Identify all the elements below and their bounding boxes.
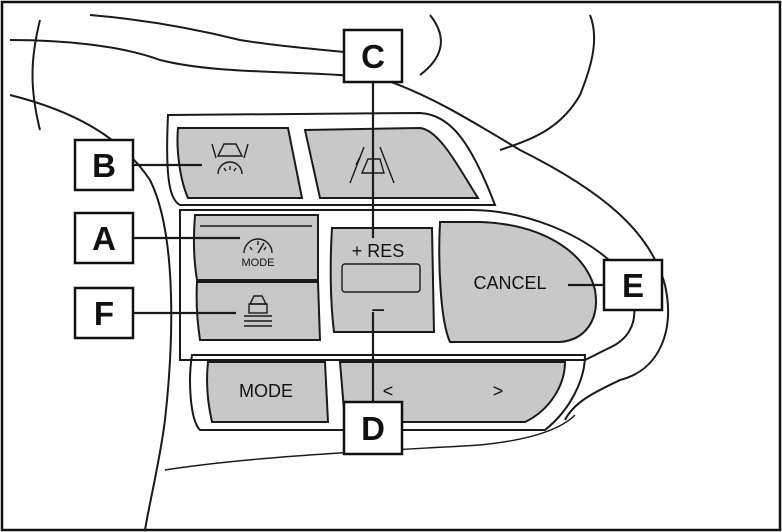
cancel-label: CANCEL xyxy=(473,273,546,293)
callout-c: C xyxy=(342,28,404,84)
callout-d: D xyxy=(342,400,404,456)
lane-keep-button[interactable] xyxy=(195,281,322,341)
minus-label: − xyxy=(371,297,385,324)
callout-d-label: D xyxy=(361,410,385,447)
mode-small-label: MODE xyxy=(242,257,275,269)
callout-f: F xyxy=(73,286,135,340)
lane-keep-assist-icon xyxy=(244,295,272,327)
callout-a: A xyxy=(73,211,135,265)
upper-switch-bezel xyxy=(166,111,497,206)
vehicle-distance-icon xyxy=(211,143,249,175)
callout-b-label: B xyxy=(92,147,116,184)
lane-tracing-button[interactable] xyxy=(303,126,480,199)
distance-button[interactable] xyxy=(176,127,304,199)
callout-a-label: A xyxy=(92,220,116,257)
callout-e: E xyxy=(602,258,664,312)
prev-label: < xyxy=(383,381,394,401)
mode-label: MODE xyxy=(239,381,293,401)
res-label: + RES xyxy=(352,241,405,261)
callout-b: B xyxy=(73,138,135,192)
mode-button[interactable]: MODE xyxy=(206,361,330,423)
cruise-mode-button[interactable]: MODE xyxy=(192,214,319,281)
lane-tracing-icon xyxy=(349,146,395,184)
callout-c-label: C xyxy=(361,38,385,75)
next-label: > xyxy=(493,381,504,401)
speedometer-mode-icon xyxy=(243,238,273,254)
callout-e-label: E xyxy=(622,267,644,304)
callout-f-label: F xyxy=(94,295,114,332)
leader-lines xyxy=(133,82,604,402)
lower-switch-bezel xyxy=(189,354,587,431)
cancel-button[interactable]: CANCEL xyxy=(438,221,597,343)
res-minus-lever[interactable]: + RES − xyxy=(329,227,436,333)
